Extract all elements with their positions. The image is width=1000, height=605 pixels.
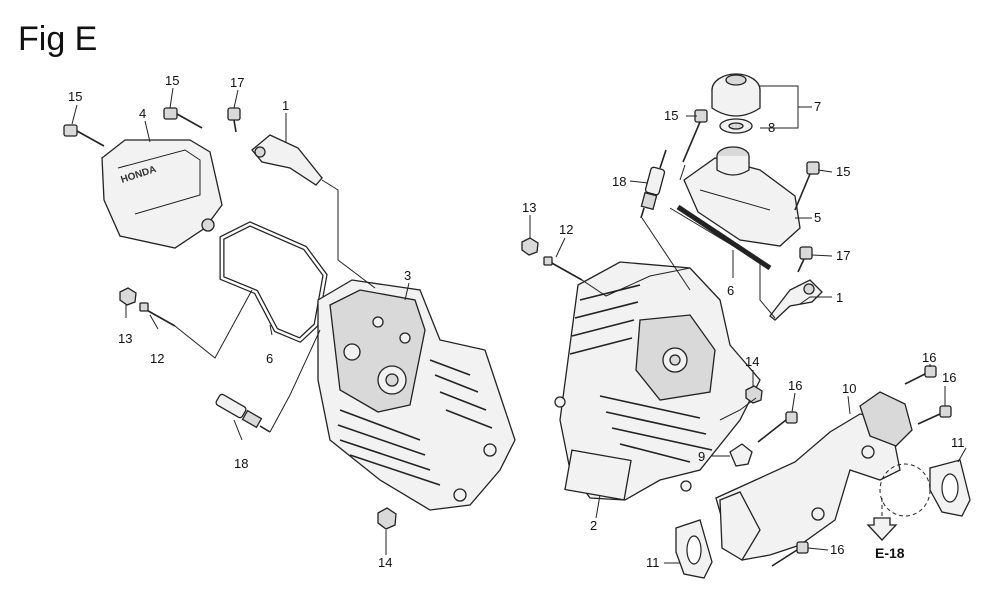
- callout-7: 7: [814, 99, 821, 114]
- stud-12-right[interactable]: [543, 256, 583, 281]
- callout-4: 4: [139, 106, 146, 121]
- callout-1-left: 1: [282, 98, 289, 113]
- callout-10: 10: [842, 381, 856, 396]
- callout-17-right: 17: [836, 248, 850, 263]
- head-cover-4[interactable]: HONDA: [101, 139, 223, 249]
- bolt-16-top-right[interactable]: [904, 365, 937, 385]
- reference-e18[interactable]: E-18: [866, 463, 931, 561]
- callout-13-right: 13: [522, 200, 536, 215]
- bolt-17-left[interactable]: [227, 107, 241, 133]
- callout-11-right: 11: [951, 435, 965, 450]
- callout-6-right: 6: [727, 283, 734, 298]
- cap-seal-8[interactable]: [719, 118, 753, 134]
- spark-plug-18-left[interactable]: [215, 393, 271, 433]
- nut-14-left[interactable]: [377, 507, 397, 530]
- reference-label[interactable]: E-18: [875, 545, 905, 561]
- callout-15-left: 15: [68, 89, 82, 104]
- bolt-17-right[interactable]: [797, 246, 813, 273]
- gasket-11-left[interactable]: [675, 519, 713, 579]
- callout-11-left: 11: [646, 555, 660, 570]
- nut-14-right[interactable]: [745, 385, 763, 404]
- bolt-16-bottom[interactable]: [771, 541, 809, 567]
- callout-9: 9: [698, 449, 705, 464]
- callout-2: 2: [590, 518, 597, 533]
- callout-12-right: 12: [559, 222, 573, 237]
- callout-13-left: 13: [118, 331, 132, 346]
- clip-9[interactable]: [729, 443, 753, 467]
- callout-16-bottom: 16: [830, 542, 844, 557]
- nut-13-right[interactable]: [521, 237, 539, 256]
- callout-8: 8: [768, 120, 775, 135]
- callout-12-left: 12: [150, 351, 164, 366]
- figure-title: Fig E: [18, 20, 97, 58]
- callout-16-middle: 16: [788, 378, 802, 393]
- callout-1-right: 1: [836, 290, 843, 305]
- callout-18-right: 18: [612, 174, 626, 189]
- callout-15-right-top: 15: [664, 108, 678, 123]
- callout-5: 5: [814, 210, 821, 225]
- callout-15-upper: 15: [165, 73, 179, 88]
- gasket-6-right[interactable]: [676, 204, 772, 271]
- callout-15-right-side: 15: [836, 164, 850, 179]
- spark-plug-18-right[interactable]: [640, 149, 667, 219]
- plate-1-left[interactable]: [251, 134, 323, 186]
- bolt-16-right[interactable]: [917, 405, 952, 425]
- callout-3: 3: [404, 268, 411, 283]
- callout-16-right: 16: [942, 370, 956, 385]
- left-leader-lines: [71, 87, 410, 555]
- callout-17-left: 17: [230, 75, 244, 90]
- callout-14-right: 14: [745, 354, 759, 369]
- nut-13-left[interactable]: [119, 287, 137, 306]
- callout-16-top-right: 16: [922, 350, 936, 365]
- bolt-15-right-side[interactable]: [794, 161, 820, 211]
- callout-6-left: 6: [266, 351, 273, 366]
- intake-manifold-10[interactable]: [715, 391, 913, 561]
- cylinder-head-3-left[interactable]: [317, 279, 516, 511]
- callout-14-left: 14: [378, 555, 392, 570]
- right-leader-lines: [529, 85, 967, 564]
- head-cover-5[interactable]: [683, 146, 801, 247]
- plate-1-right[interactable]: [769, 279, 823, 321]
- gasket-11-right[interactable]: [929, 459, 971, 517]
- bolt-15-upper[interactable]: [163, 107, 203, 129]
- gasket-6-left[interactable]: [219, 221, 328, 343]
- stud-12-left[interactable]: [139, 302, 176, 327]
- bolt-15-right-top[interactable]: [682, 109, 708, 163]
- oil-cap-7[interactable]: [711, 73, 761, 117]
- callout-18-left: 18: [234, 456, 248, 471]
- bolt-15-left[interactable]: [63, 124, 105, 147]
- bolt-16-middle[interactable]: [757, 411, 798, 443]
- cylinder-head-2-right[interactable]: [554, 261, 761, 501]
